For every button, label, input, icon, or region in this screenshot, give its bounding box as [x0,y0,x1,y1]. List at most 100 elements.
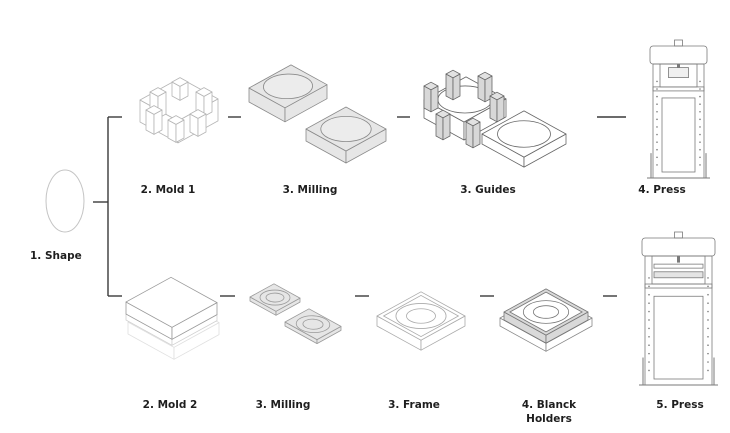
press-lower-window [661,97,696,173]
box-top [477,71,493,81]
press-hole [707,336,709,338]
press-head [649,45,708,65]
box-top [249,283,301,312]
oval-cutout-inner [533,305,560,319]
box-top [125,276,218,328]
press-hole [707,293,709,296]
oval-cutout [295,315,331,334]
press-hole [699,148,701,151]
press-hole [648,310,650,313]
press-cap [674,231,683,239]
box-top [167,115,185,125]
press-crossbar [652,86,705,92]
box-top [435,109,451,119]
press-hole [707,361,709,363]
inset-rim [382,294,460,338]
box-side [452,73,461,101]
box-side [472,121,481,149]
box-side [423,85,432,113]
press-hole [648,327,650,330]
press-hole [707,302,709,304]
press-hole [648,352,650,355]
label-press-bottom: 5. Press [656,399,703,411]
press-bottom-illustration [639,231,718,386]
box-top [171,77,189,87]
box-side [435,113,444,141]
box-side [477,75,486,103]
box-top [195,87,213,97]
press-hole [656,133,658,136]
blank-holders-illustration [499,288,593,352]
press-cap [674,39,683,47]
press-platen [653,263,704,269]
inset-rim [509,291,583,333]
press-hole [648,319,650,321]
press-hole [648,361,650,363]
box-top [423,81,439,91]
press-hole [648,369,650,372]
press-hole [648,293,650,296]
oval-cutout [259,289,291,306]
press-hole [699,133,701,136]
oval-cutout [522,300,570,324]
press-head [641,237,716,257]
press-tool [668,67,689,78]
milling-top-illustration [248,64,387,164]
press-lower-window [653,295,704,380]
press-hole [699,156,701,159]
label-frame: 3. Frame [388,399,440,411]
press-hole [699,80,701,83]
press-hole [699,103,701,105]
box-side [445,73,454,101]
mold-2-illustration [125,276,220,360]
press-hole [656,156,658,159]
press-hole [656,110,658,113]
label-blank-holders-line2: Holders [526,413,572,425]
box-top [284,308,342,341]
box-side [489,95,498,123]
press-hole [707,327,709,330]
press-hole [699,88,701,90]
press-hole [707,352,709,355]
oval-cutout [320,116,372,143]
box-side [430,85,439,113]
press-hole [707,277,709,279]
box-top [481,110,567,158]
press-hole [707,344,709,347]
press-hole [648,285,650,288]
press-hole [699,141,701,143]
label-guides: 3. Guides [460,184,516,196]
press-hole [656,95,658,98]
press-bed [653,271,704,279]
box-top [189,109,207,119]
press-hole [648,344,650,347]
branch-connector [93,116,122,297]
press-hole [648,302,650,304]
press-frame [652,63,705,179]
box-top [465,117,481,127]
mold-1-illustration [139,77,219,144]
box-top [145,105,163,115]
press-hole [699,95,701,98]
label-press-top: 4. Press [638,184,685,196]
box-side [465,121,474,149]
box-side [442,113,451,141]
press-hole [699,126,701,128]
press-hole [656,164,658,166]
press-hole [707,285,709,288]
box-top [445,69,461,79]
press-crossbar [644,283,713,289]
label-blank-holders-line1: 4. Blanck [522,399,577,411]
press-hole [707,319,709,321]
press-hole [656,118,658,121]
press-hole [648,277,650,279]
press-hole [707,369,709,372]
press-hole [656,88,658,90]
press-hole [699,118,701,121]
step-dashes [220,116,626,297]
oval-cutout [497,120,551,148]
box-top [489,91,505,101]
label-mold-2: 2. Mold 2 [143,399,198,411]
press-hole [707,310,709,313]
shape-oval-icon [45,169,85,233]
